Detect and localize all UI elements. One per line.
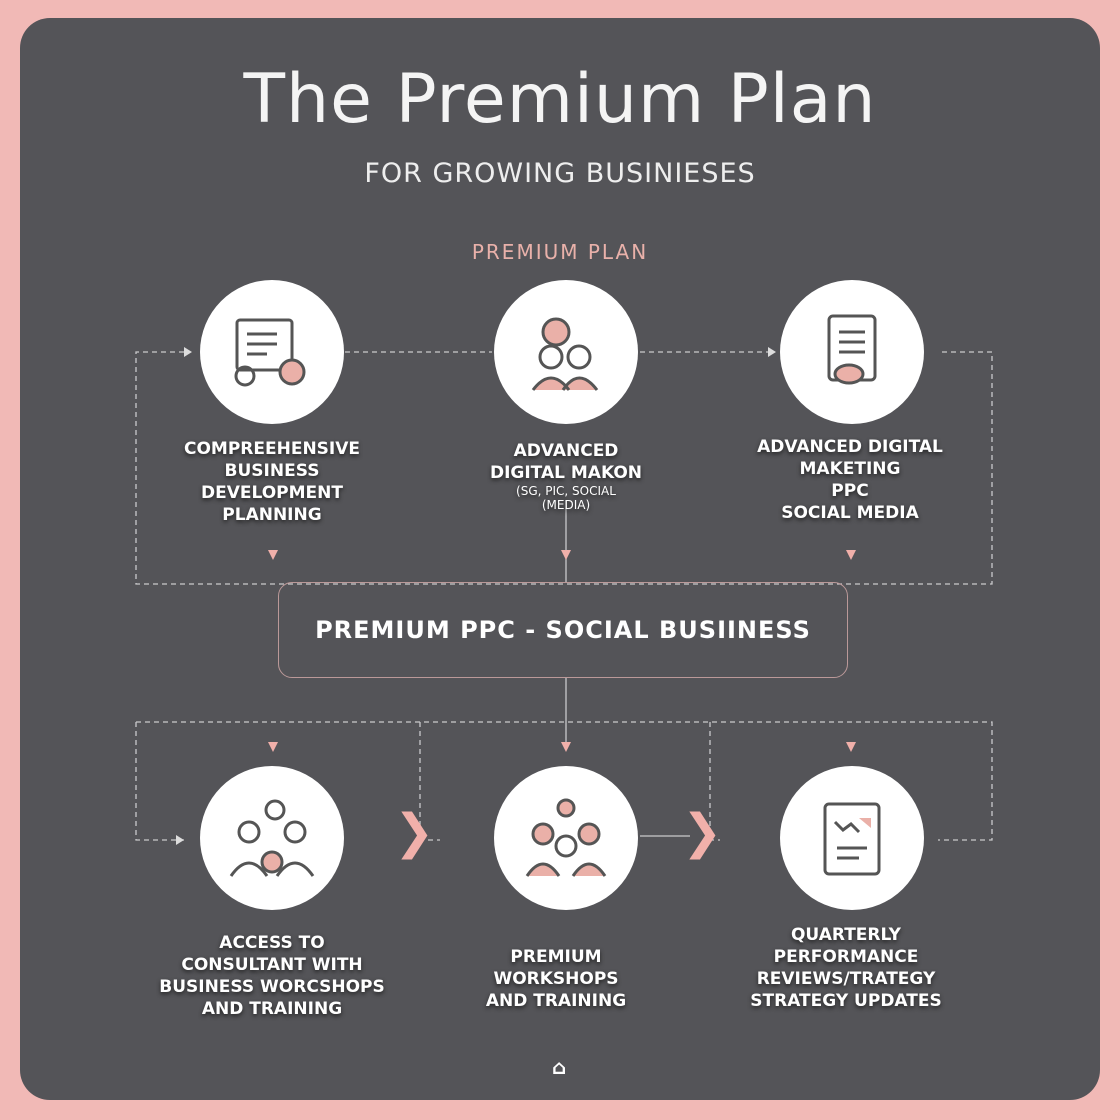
consultant-group-icon (200, 766, 344, 910)
workshop-team-icon (494, 766, 638, 910)
infographic-panel (20, 18, 1100, 1100)
chevron-right-icon: ❯ (394, 804, 435, 860)
subtitle: FOR GROWING BUSINIESES (364, 158, 756, 189)
section-kicker: PREMIUM PLAN (471, 240, 649, 264)
marketing-team-icon (494, 280, 638, 424)
center-plan-box: PREMIUM PPC - SOCIAL BUSIINESS (278, 582, 848, 678)
chevron-right-icon: ❯ (682, 804, 723, 860)
clipboard-report-icon (780, 280, 924, 424)
logo-icon: ⌂ (552, 1055, 567, 1079)
performance-review-icon (780, 766, 924, 910)
page-title: The Premium Plan (243, 60, 877, 139)
business-plan-icon (200, 280, 344, 424)
